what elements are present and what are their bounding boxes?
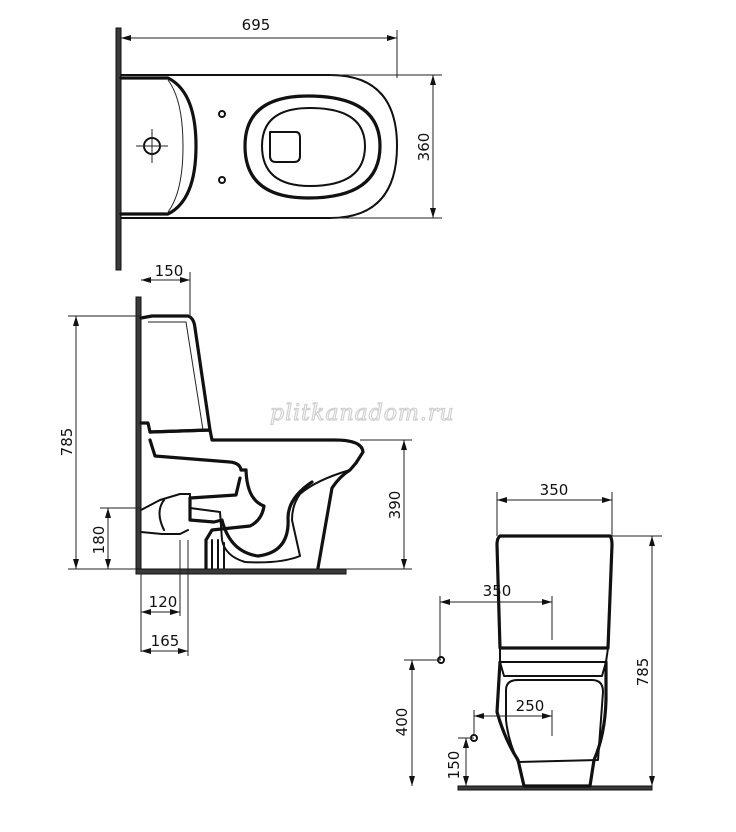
front-view-seat-band bbox=[499, 661, 607, 677]
top-view-body-outline bbox=[120, 74, 398, 219]
dim-label-785-front: 785 bbox=[634, 658, 652, 687]
dimension-250: 250 bbox=[473, 697, 553, 736]
dimension-390: 390 bbox=[346, 439, 412, 570]
dim-label-390: 390 bbox=[386, 491, 404, 520]
top-view-tank-inner bbox=[167, 79, 184, 213]
dim-label-180: 180 bbox=[90, 526, 108, 555]
dim-label-120: 120 bbox=[149, 593, 178, 611]
dimension-150-front: 150 bbox=[445, 737, 474, 786]
top-view-seat-inner bbox=[261, 107, 366, 187]
hinge-hole-bottom bbox=[218, 176, 226, 184]
side-view-legs bbox=[211, 539, 225, 569]
side-view: 150 785 180 390 bbox=[58, 262, 412, 656]
dimension-350-top: 350 bbox=[496, 481, 613, 536]
front-view-bowl bbox=[495, 660, 608, 788]
dimension-360: 360 bbox=[330, 74, 442, 219]
front-view-seat bbox=[499, 647, 609, 663]
dim-label-250: 250 bbox=[516, 697, 545, 715]
dimension-785-side: 785 bbox=[58, 315, 141, 570]
side-view-wall bbox=[135, 296, 142, 571]
side-view-bowl-rim-underside bbox=[148, 438, 248, 472]
side-view-trap-inner bbox=[188, 476, 314, 558]
side-view-cistern bbox=[139, 314, 212, 434]
hinge-hole-top bbox=[218, 110, 226, 118]
front-view-cistern bbox=[495, 534, 614, 650]
front-view-bowl-inner bbox=[505, 679, 604, 763]
side-view-bowl-top bbox=[148, 428, 365, 465]
side-view-outlet-pipe bbox=[140, 493, 191, 535]
dim-label-150: 150 bbox=[155, 262, 184, 280]
dimension-785-front: 785 bbox=[612, 535, 662, 786]
dim-label-695: 695 bbox=[242, 16, 271, 34]
front-view: 350 350 250 400 bbox=[393, 481, 662, 791]
flush-button-icon bbox=[136, 129, 168, 163]
side-view-trap bbox=[204, 468, 266, 570]
dim-label-165: 165 bbox=[151, 632, 180, 650]
dim-label-400: 400 bbox=[393, 708, 411, 737]
watermark: plitkanadom.ru bbox=[270, 401, 455, 426]
top-view-bowl-opening bbox=[269, 131, 301, 163]
dimension-165: 165 bbox=[141, 540, 189, 656]
dimension-150: 150 bbox=[141, 262, 191, 318]
dim-label-150-front: 150 bbox=[445, 751, 463, 780]
dimension-350-spacing: 350 bbox=[439, 582, 553, 660]
top-view-seat-rim bbox=[243, 94, 382, 200]
top-view: 695 360 bbox=[115, 16, 442, 271]
side-view-bowl-outline bbox=[189, 469, 351, 564]
side-view-cistern-inner bbox=[148, 321, 204, 431]
dim-label-350-spacing: 350 bbox=[483, 582, 512, 600]
dim-label-785-side: 785 bbox=[58, 428, 76, 457]
dimension-180: 180 bbox=[90, 507, 141, 569]
dimension-120: 120 bbox=[140, 540, 181, 652]
dim-label-350-top: 350 bbox=[540, 481, 569, 499]
dimension-400: 400 bbox=[393, 659, 441, 786]
top-view-tank-lid bbox=[119, 76, 198, 216]
dimension-695: 695 bbox=[121, 16, 398, 78]
side-view-floor bbox=[135, 568, 347, 575]
dim-label-360: 360 bbox=[415, 133, 433, 162]
top-view-wall bbox=[115, 27, 122, 271]
